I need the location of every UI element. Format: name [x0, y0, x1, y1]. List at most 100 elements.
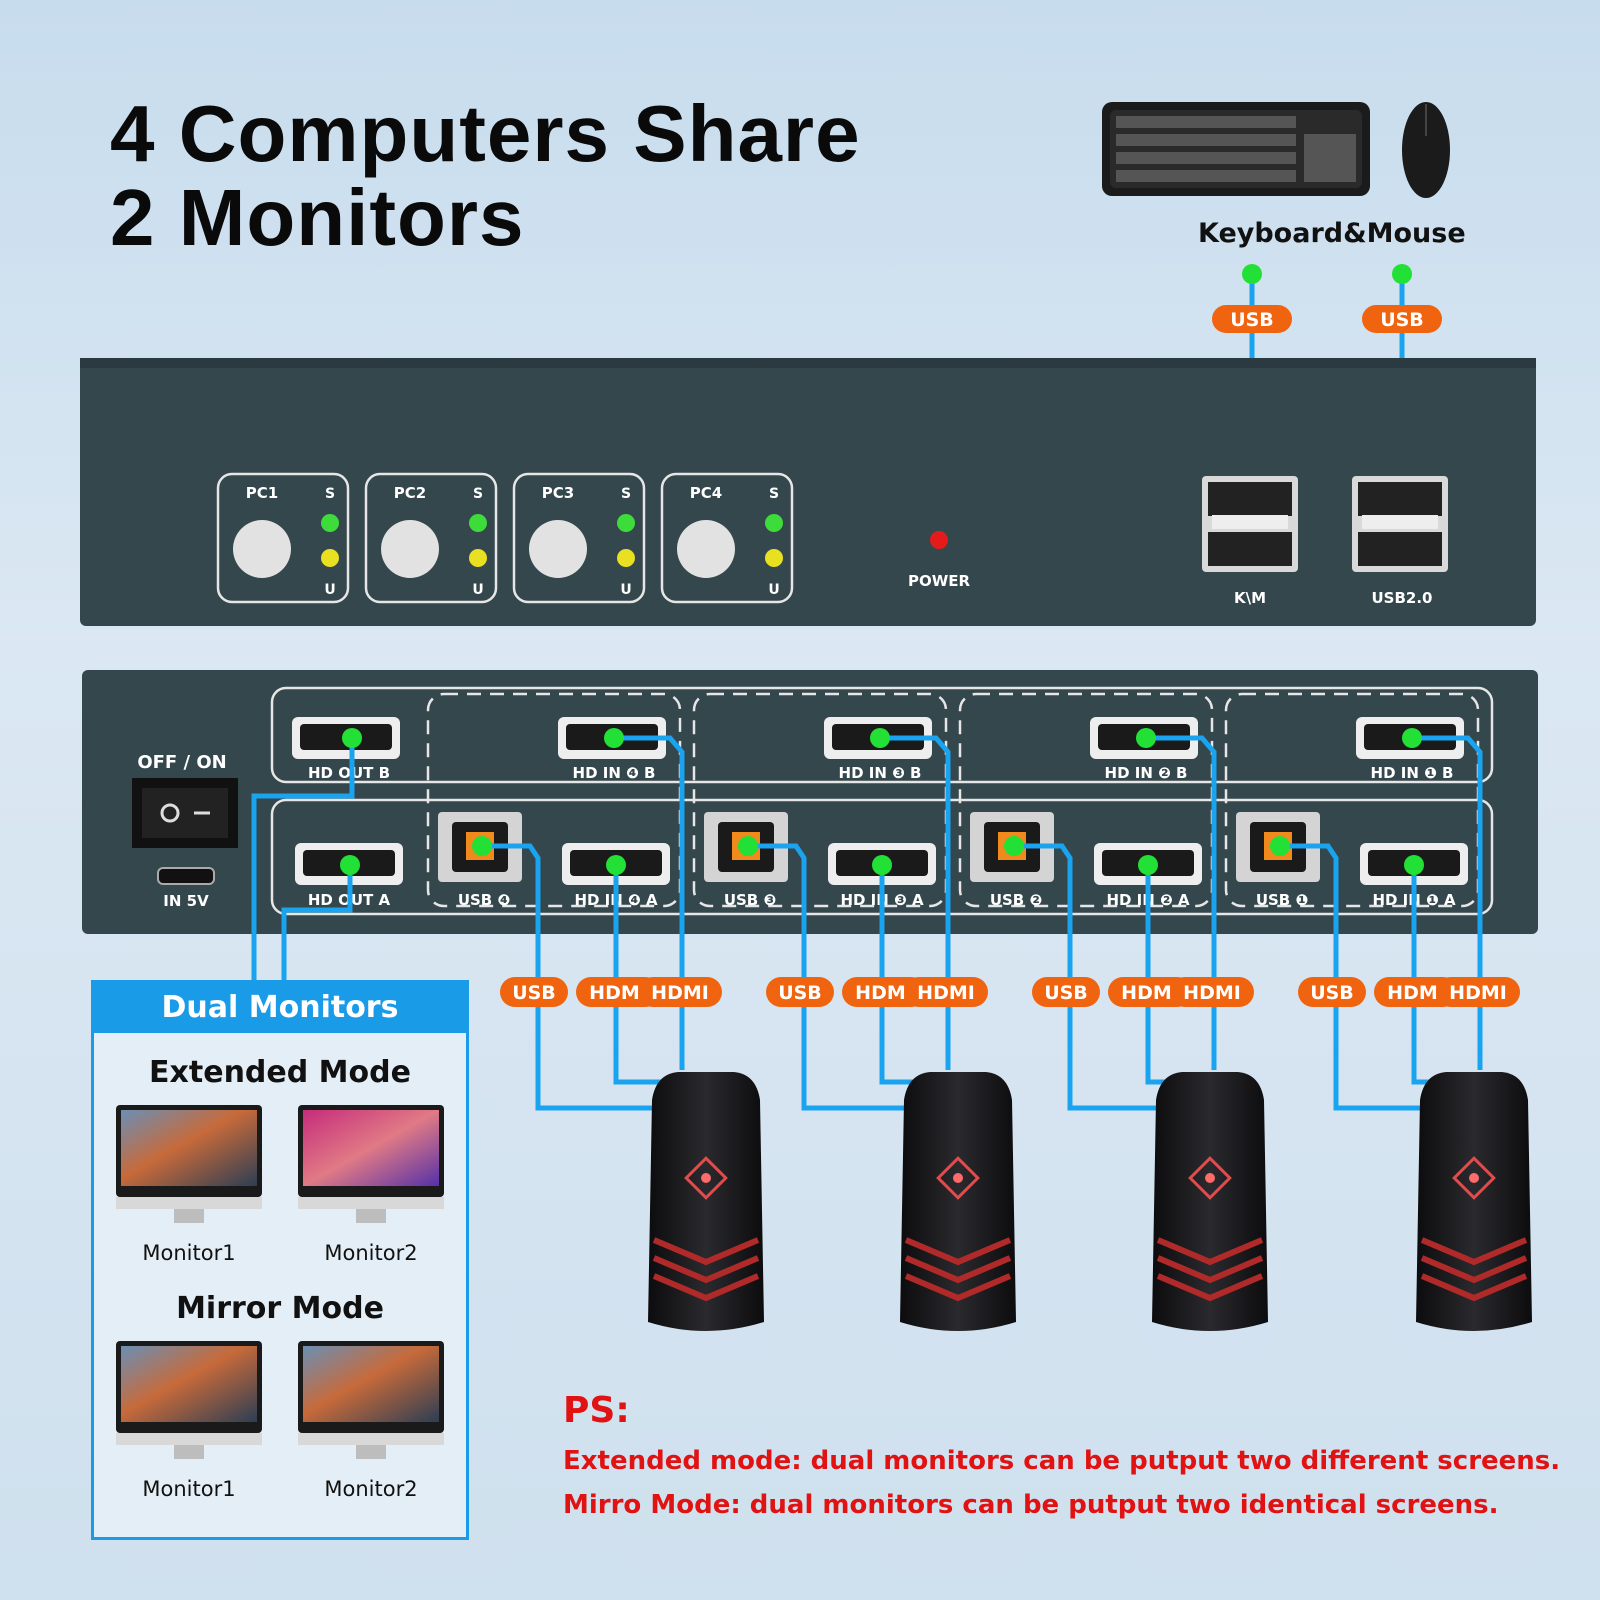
cable-tag: [1298, 977, 1366, 1007]
pc4-switch-group: PC4 S U: [660, 472, 794, 604]
cable-tag-label: HDMI: [589, 982, 647, 1004]
usb-2-label: USB ❷: [990, 891, 1042, 909]
pc3-switch-group: PC3 S U: [512, 472, 646, 604]
pc3-u-label: U: [620, 582, 631, 598]
extended-monitors: [116, 1105, 444, 1223]
pc3-u-led: [617, 549, 635, 567]
pc3-s-label: S: [621, 486, 631, 502]
dual-monitors-box: Dual Monitors Extended Mode Monitor1 Mon…: [91, 980, 469, 1540]
cable-tag: [842, 977, 926, 1007]
cable-tag: [1170, 977, 1254, 1007]
cable-tag: [904, 977, 988, 1007]
monitor-icon: [298, 1105, 444, 1223]
usb2-port-label: USB2.0: [1372, 589, 1433, 607]
hd-in-1-b-label: HD IN ❶ B: [1371, 764, 1454, 782]
pc1-select-button[interactable]: [233, 520, 291, 578]
pc2-u-led: [469, 549, 487, 567]
ps-line-1: Extended mode: dual monitors can be putp…: [563, 1446, 1561, 1476]
cable-tag: [1436, 977, 1520, 1007]
pc1-label: PC1: [246, 484, 278, 502]
pc3-select-button[interactable]: [529, 520, 587, 578]
pc1-s-label: S: [325, 486, 335, 502]
connection-dot: [1242, 264, 1262, 284]
pc4-label: PC4: [690, 484, 722, 502]
extended-monitor1-label: Monitor1: [142, 1241, 236, 1265]
usb-tag-label: USB: [1380, 309, 1424, 331]
connection-dot: [1402, 728, 1422, 748]
pc-tower-icon: [648, 1072, 764, 1331]
title-line-1: 4 Computers Share: [110, 89, 861, 178]
pc4-u-led: [765, 549, 783, 567]
pc-tower-icon: [1416, 1072, 1532, 1331]
usb-tag: [1212, 305, 1292, 333]
cable-tag-label: HDMI: [1121, 982, 1179, 1004]
pc4-select-button[interactable]: [677, 520, 735, 578]
power-switch-label: OFF / ON: [137, 752, 226, 773]
ps-line-2: Mirro Mode: dual monitors can be putput …: [563, 1490, 1499, 1520]
usb-1-label: USB ❶: [1256, 891, 1308, 909]
page-title: 4 Computers Share 2 Monitors: [110, 92, 861, 260]
monitor-icon: [116, 1105, 262, 1223]
cable-tag-label: HDMI: [651, 982, 709, 1004]
pc1-s-led: [321, 514, 339, 532]
connection-dot: [340, 855, 360, 875]
pc4-s-led: [765, 514, 783, 532]
connection-dot: [1138, 855, 1158, 875]
cable-tag-label: USB: [512, 982, 556, 1004]
power-switch[interactable]: [132, 778, 238, 848]
power-label: POWER: [908, 572, 971, 590]
monitor-icon: [298, 1341, 444, 1459]
pc4-u-label: U: [768, 582, 779, 598]
mouse-icon: [1402, 102, 1450, 198]
dual-monitors-heading: Dual Monitors: [94, 983, 466, 1033]
cable-tag: [576, 977, 660, 1007]
mirror-monitor1-label: Monitor1: [142, 1477, 236, 1501]
cable-tag-label: USB: [778, 982, 822, 1004]
connection-dot: [472, 836, 492, 856]
cable-tag-label: USB: [1044, 982, 1088, 1004]
mirror-monitors: [116, 1341, 444, 1459]
pc4-s-label: S: [769, 486, 779, 502]
connection-dot: [604, 728, 624, 748]
cable-tag: [638, 977, 722, 1007]
keyboard-mouse-label: Keyboard&Mouse: [1198, 218, 1466, 249]
power-in-label: IN 5V: [163, 892, 209, 910]
connection-dot: [872, 855, 892, 875]
connection-dot: [738, 836, 758, 856]
ps-heading: PS:: [563, 1390, 630, 1431]
monitor-icon: [116, 1341, 262, 1459]
extended-mode-title: Extended Mode: [149, 1055, 411, 1090]
pc2-select-button[interactable]: [381, 520, 439, 578]
pc3-s-led: [617, 514, 635, 532]
cable-tag: [1032, 977, 1100, 1007]
hd-in-2-b-label: HD IN ❷ B: [1105, 764, 1188, 782]
km-port-label: K\M: [1234, 589, 1266, 607]
power-led: [930, 531, 948, 549]
connection-dot: [1270, 836, 1290, 856]
cable-tag-label: HDMI: [917, 982, 975, 1004]
connection-dot: [606, 855, 626, 875]
usb2-port[interactable]: [1352, 476, 1448, 572]
connection-dot: [1392, 264, 1412, 284]
pc1-u-label: U: [324, 582, 335, 598]
pc3-label: PC3: [542, 484, 574, 502]
cable-tag: [1108, 977, 1192, 1007]
pc2-s-label: S: [473, 486, 483, 502]
cable-tag-label: HDMI: [1183, 982, 1241, 1004]
km-usb-port[interactable]: [1202, 476, 1298, 572]
connection-dot: [342, 728, 362, 748]
cable-tag-label: HDMI: [855, 982, 913, 1004]
extended-monitor2-label: Monitor2: [324, 1241, 418, 1265]
ps-note: PS: Extended mode: dual monitors can be …: [563, 1390, 1560, 1527]
connection-dot: [870, 728, 890, 748]
usb-tag-label: USB: [1230, 309, 1274, 331]
title-line-2: 2 Monitors: [110, 173, 525, 262]
connection-dot: [1136, 728, 1156, 748]
pc-tower-icon: [900, 1072, 1016, 1331]
cable-tag-label: USB: [1310, 982, 1354, 1004]
power-in-port[interactable]: [157, 867, 215, 885]
